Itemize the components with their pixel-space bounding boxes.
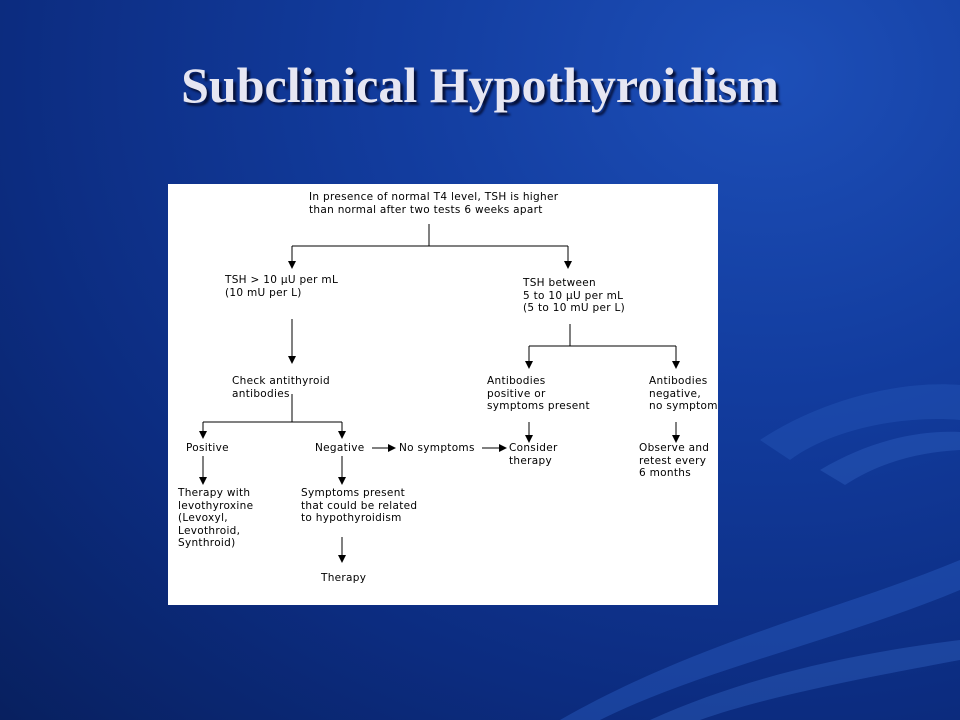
node-antibodies-positive: Antibodies positive or symptoms present: [487, 375, 590, 412]
node-tsh-between: TSH between 5 to 10 µU per mL (5 to 10 m…: [523, 277, 626, 314]
node-therapy: Therapy: [321, 572, 367, 584]
node-symptoms-present: Symptoms present that could be related t…: [301, 487, 418, 524]
node-start: In presence of normal T4 level, TSH is h…: [309, 191, 559, 216]
node-check-antibodies: Check antithyroid antibodies: [232, 375, 330, 400]
slide-title: Subclinical Hypothyroidism: [181, 57, 779, 113]
flowchart-connectors: [199, 224, 680, 563]
flowchart-panel: In presence of normal T4 level, TSH is h…: [168, 184, 718, 605]
node-observe-retest: Observe and retest every 6 months: [639, 442, 710, 479]
node-consider-therapy: Consider therapy: [509, 442, 558, 467]
node-no-symptoms: No symptoms: [399, 442, 475, 454]
node-negative: Negative: [315, 442, 365, 454]
node-tsh-high: TSH > 10 µU per mL (10 mU per L): [225, 274, 339, 299]
node-therapy-levothyroxine: Therapy with levothyroxine (Levoxyl, Lev…: [178, 487, 254, 549]
node-positive: Positive: [186, 442, 229, 454]
node-antibodies-negative: Antibodies negative, no symptoms: [649, 375, 718, 412]
